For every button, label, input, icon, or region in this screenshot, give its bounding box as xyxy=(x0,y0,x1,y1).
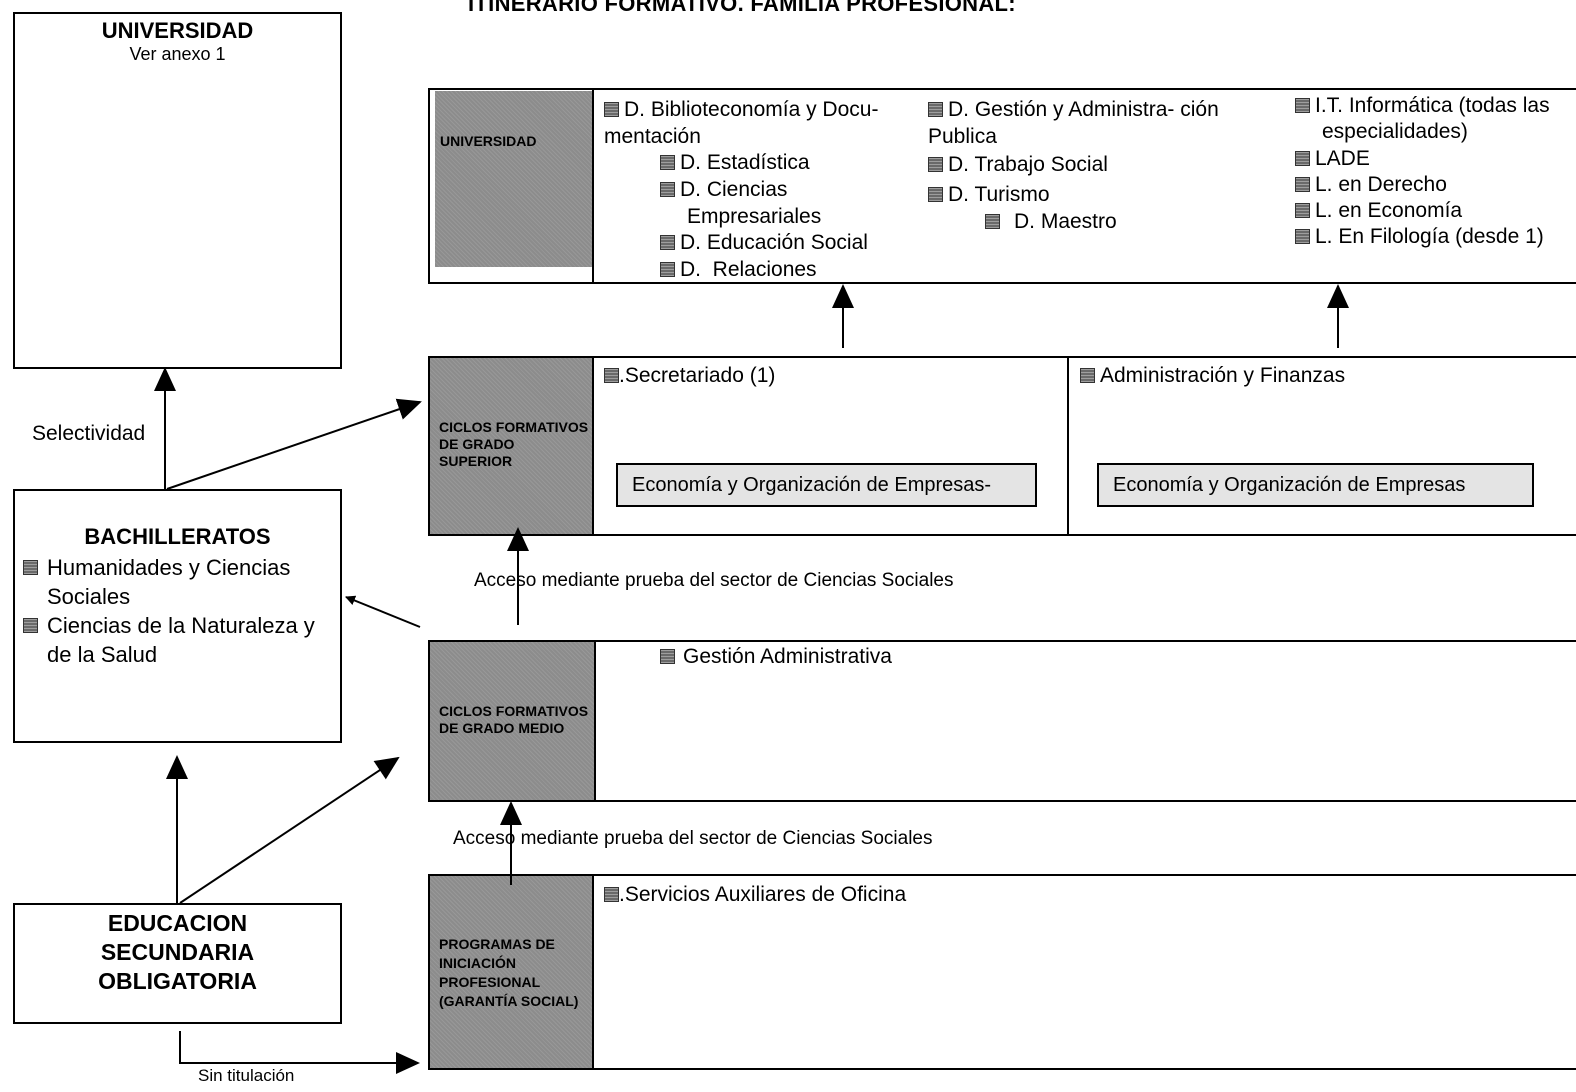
bullet-icon xyxy=(928,102,943,117)
univ-item-relaciones: D. Relaciones xyxy=(660,256,817,283)
bullet-icon xyxy=(604,102,619,117)
universidad-row-label-cell xyxy=(435,91,592,267)
bullet-icon xyxy=(1295,177,1310,192)
bullet-icon xyxy=(604,887,619,902)
secretariado-subject: Economía y Organización de Empresas- xyxy=(616,463,1037,507)
pip-label-cell xyxy=(430,876,593,1068)
grado-superior-label: CICLOS FORMATIVOS DE GRADO SUPERIOR xyxy=(439,419,589,469)
ver-anexo-note: Ver anexo 1 xyxy=(129,44,226,64)
arrow-eso-to-medio xyxy=(179,756,400,904)
universidad-box: UNIVERSIDAD Ver anexo 1 xyxy=(13,12,342,369)
bullet-icon xyxy=(928,157,943,172)
pip-label: PROGRAMAS DE INICIACIÓN PROFESIONAL (GAR… xyxy=(439,936,579,1009)
bachillerato-item-2: Ciencias de la Naturaleza y de la Salud xyxy=(21,611,336,669)
bullet-icon xyxy=(604,368,619,383)
grado-medio-label-cell xyxy=(430,642,595,800)
bullet-icon xyxy=(1295,203,1310,218)
divider-line xyxy=(592,875,594,1069)
divider-line xyxy=(592,357,594,535)
univ-item-biblioteconomia: D. Biblioteconomía y Docu- mentación xyxy=(604,98,879,148)
universidad-row-label: UNIVERSIDAD xyxy=(440,133,537,149)
bullet-icon xyxy=(660,155,675,170)
univ-item-empresariales: D. Ciencias Empresariales xyxy=(660,176,877,230)
univ-item-turismo: D. Turismo xyxy=(928,181,1050,208)
univ-item-lade: LADE xyxy=(1295,146,1370,172)
bullet-icon xyxy=(1295,229,1310,244)
servicios-auxiliares-item: .Servicios Auxiliares de Oficina xyxy=(604,881,906,908)
bullet-icon xyxy=(23,618,38,633)
arrow-bach-to-superior xyxy=(166,398,422,490)
grado-medio-row xyxy=(428,640,1576,802)
univ-item-gestion-administracion: D. Gestión y Administra- ción Publica xyxy=(928,98,1219,148)
univ-item-economia: L. en Economía xyxy=(1295,198,1462,224)
divider-line xyxy=(592,89,594,283)
gestion-administrativa-item: Gestión Administrativa xyxy=(660,643,892,670)
bullet-icon xyxy=(660,649,675,664)
universidad-heading: UNIVERSIDAD xyxy=(101,18,254,43)
arrow-medio-to-bach xyxy=(345,595,421,628)
divider-line xyxy=(594,641,596,801)
bullet-icon xyxy=(1295,98,1310,113)
univ-item-filologia: L. En Filología (desde 1) xyxy=(1295,224,1576,250)
univ-item-educacion-social: D. Educación Social xyxy=(660,229,868,256)
bullet-icon xyxy=(660,235,675,250)
selectividad-label: Selectividad xyxy=(32,422,146,445)
eso-box: EDUCACION SECUNDARIA OBLIGATORIA xyxy=(13,903,342,1024)
bachillerato-item-1: Humanidades y Ciencias Sociales xyxy=(21,553,336,611)
sin-titulacion-label: Sin titulación xyxy=(198,1066,295,1085)
universidad-row xyxy=(428,88,1576,284)
admin-finanzas-title: Administración y Finanzas xyxy=(1080,362,1345,389)
bullet-icon xyxy=(660,262,675,277)
bachilleratos-box: BACHILLERATOS Humanidades y Ciencias Soc… xyxy=(13,489,342,743)
pip-row xyxy=(428,874,1576,1070)
bullet-icon xyxy=(1080,368,1095,383)
univ-item-estadistica: D. Estadística xyxy=(660,149,810,176)
grado-medio-label: CICLOS FORMATIVOS DE GRADO MEDIO xyxy=(439,703,589,736)
bachilleratos-heading: BACHILLERATOS xyxy=(84,524,271,549)
page-title: ITINERARIO FORMATIVO. FAMILIA PROFESIONA… xyxy=(468,0,1016,16)
acceso-superior-note: Acceso mediante prueba del sector de Cie… xyxy=(474,570,954,591)
secretariado-title: .Secretariado (1) xyxy=(604,362,775,389)
admin-finanzas-subject: Economía y Organización de Empresas xyxy=(1097,463,1534,507)
univ-item-derecho: L. en Derecho xyxy=(1295,172,1447,198)
bullet-icon xyxy=(23,560,38,575)
arrow-eso-to-pip xyxy=(179,1031,420,1074)
bullet-icon xyxy=(985,214,1000,229)
bullet-icon xyxy=(1295,151,1310,166)
grado-superior-label-cell xyxy=(430,358,594,534)
univ-item-informatica: I.T. Informática (todas las especialidad… xyxy=(1295,93,1576,145)
univ-item-trabajo-social: D. Trabajo Social xyxy=(928,151,1108,178)
bullet-icon xyxy=(660,182,675,197)
acceso-medio-note: Acceso mediante prueba del sector de Cie… xyxy=(453,828,933,849)
eso-heading: EDUCACION SECUNDARIA OBLIGATORIA xyxy=(98,910,257,994)
divider-line xyxy=(1067,357,1069,535)
univ-item-maestro: D. Maestro xyxy=(985,208,1117,235)
bullet-icon xyxy=(928,187,943,202)
